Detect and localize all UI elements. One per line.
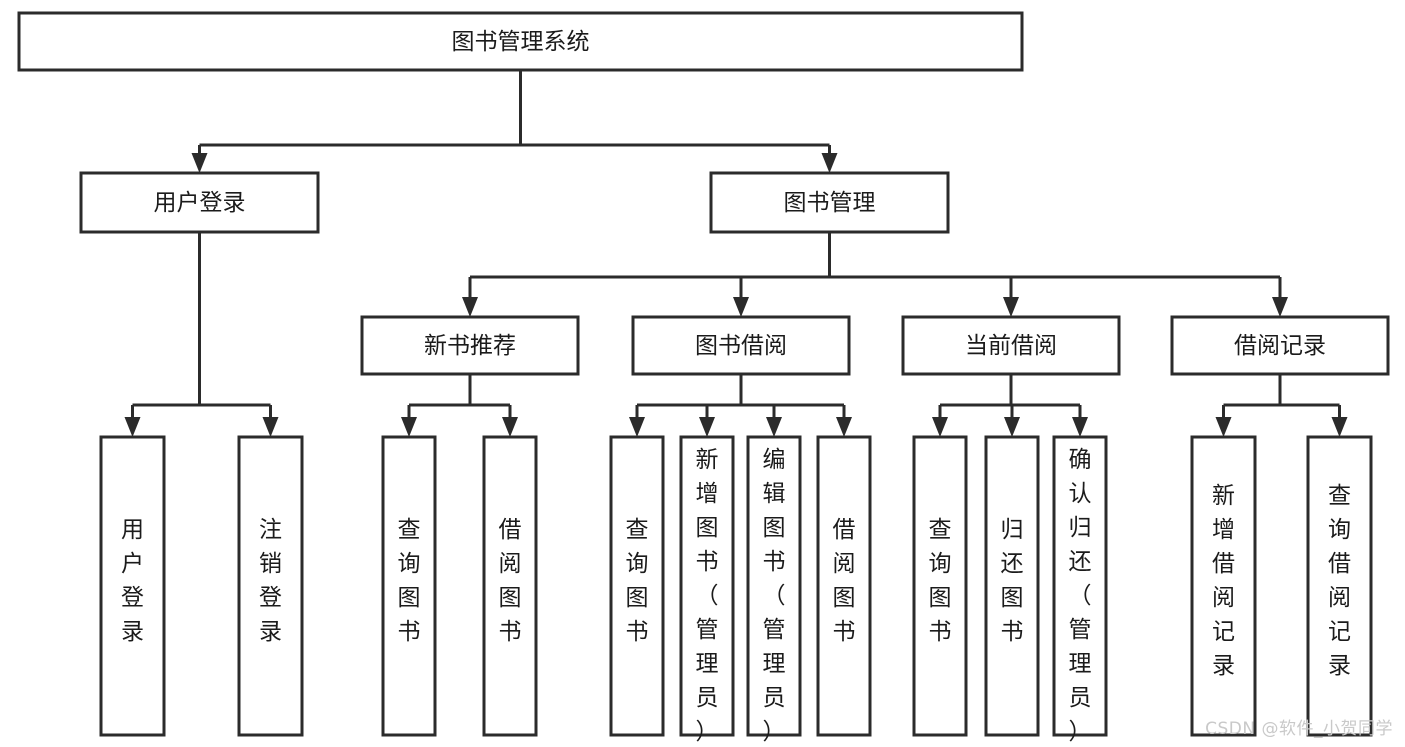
connector-arrow-icon bbox=[124, 417, 141, 437]
node-box bbox=[1190, 435, 1257, 737]
node-user-login[interactable]: 用户登录 bbox=[79, 171, 320, 234]
node-current-return-book[interactable]: 归还图书 bbox=[984, 435, 1040, 737]
node-current-confirm-return[interactable]: 确认归还（管理员） bbox=[1052, 435, 1108, 745]
node-box bbox=[1170, 315, 1390, 376]
node-label: 图书借阅 bbox=[695, 333, 787, 359]
node-label: 查询借阅记录 bbox=[1328, 483, 1351, 679]
connector-arrow-icon bbox=[733, 297, 749, 317]
node-box bbox=[816, 435, 872, 737]
node-label: 确认归还（管理员） bbox=[1069, 447, 1092, 745]
node-label: 查询图书 bbox=[626, 517, 649, 645]
connector-arrow-icon bbox=[462, 297, 478, 317]
node-borrow-borrow-book[interactable]: 借阅图书 bbox=[816, 435, 872, 737]
node-current-borrow[interactable]: 当前借阅 bbox=[901, 315, 1121, 376]
connector-arrow-icon bbox=[262, 417, 279, 437]
connector-arrow-icon bbox=[1331, 417, 1348, 437]
node-box bbox=[360, 315, 580, 376]
node-book-borrow[interactable]: 图书借阅 bbox=[631, 315, 851, 376]
node-label: 图书管理 bbox=[784, 190, 876, 216]
connector-arrow-icon bbox=[1215, 417, 1232, 437]
node-new-book-recommend[interactable]: 新书推荐 bbox=[360, 315, 580, 376]
connector-arrow-icon bbox=[401, 417, 417, 437]
node-box bbox=[746, 435, 802, 737]
node-box bbox=[912, 435, 968, 737]
node-label: 新增图书（管理员） bbox=[696, 447, 719, 745]
connector-arrow-icon bbox=[836, 417, 852, 437]
node-borrow-add-book[interactable]: 新增图书（管理员） bbox=[679, 435, 735, 745]
node-label: 归还图书 bbox=[1001, 517, 1024, 645]
connector-arrow-icon bbox=[821, 153, 838, 173]
node-box bbox=[17, 11, 1024, 72]
node-record-add[interactable]: 新增借阅记录 bbox=[1190, 435, 1257, 737]
node-label: 当前借阅 bbox=[965, 333, 1057, 359]
node-recommend-query-book[interactable]: 查询图书 bbox=[381, 435, 437, 737]
connector-arrow-icon bbox=[502, 417, 518, 437]
node-label: 用户登录 bbox=[154, 190, 246, 216]
node-borrow-edit-book[interactable]: 编辑图书（管理员） bbox=[746, 435, 802, 745]
node-box bbox=[609, 435, 665, 737]
connector-arrow-icon bbox=[1272, 297, 1288, 317]
connector-arrow-icon bbox=[699, 417, 715, 437]
node-box bbox=[1306, 435, 1373, 737]
node-box bbox=[984, 435, 1040, 737]
node-box bbox=[79, 171, 320, 234]
connector-arrow-icon bbox=[1004, 417, 1020, 437]
node-box bbox=[99, 435, 166, 737]
node-user-logout[interactable]: 注销登录 bbox=[237, 435, 304, 737]
node-borrow-query-book[interactable]: 查询图书 bbox=[609, 435, 665, 737]
node-borrow-record[interactable]: 借阅记录 bbox=[1170, 315, 1390, 376]
node-label: 注销登录 bbox=[259, 517, 282, 645]
node-box bbox=[381, 435, 437, 737]
node-label: 新增借阅记录 bbox=[1212, 483, 1235, 679]
node-box bbox=[901, 315, 1121, 376]
node-label: 新书推荐 bbox=[424, 333, 516, 359]
node-book-management[interactable]: 图书管理 bbox=[709, 171, 950, 234]
node-recommend-borrow-book[interactable]: 借阅图书 bbox=[482, 435, 538, 737]
connector-arrow-icon bbox=[766, 417, 782, 437]
connector-arrow-icon bbox=[1072, 417, 1088, 437]
node-label: 借阅图书 bbox=[499, 517, 522, 645]
node-box bbox=[631, 315, 851, 376]
node-box bbox=[1052, 435, 1108, 737]
node-layer: 图书管理系统用户登录用户登录注销登录图书管理新书推荐查询图书借阅图书图书借阅查询… bbox=[17, 11, 1390, 745]
node-current-query-book[interactable]: 查询图书 bbox=[912, 435, 968, 737]
node-label: 查询图书 bbox=[929, 517, 952, 645]
connector-arrow-icon bbox=[1003, 297, 1019, 317]
connector-layer bbox=[124, 70, 1348, 437]
node-label: 借阅记录 bbox=[1234, 333, 1326, 359]
connector-arrow-icon bbox=[932, 417, 948, 437]
node-box bbox=[482, 435, 538, 737]
node-label: 查询图书 bbox=[398, 517, 421, 645]
node-box bbox=[679, 435, 735, 737]
node-label: 用户登录 bbox=[121, 517, 144, 645]
node-label: 借阅图书 bbox=[833, 517, 856, 645]
connector-arrow-icon bbox=[191, 153, 208, 173]
node-user-login-do[interactable]: 用户登录 bbox=[99, 435, 166, 737]
node-record-query[interactable]: 查询借阅记录 bbox=[1306, 435, 1373, 737]
node-box bbox=[709, 171, 950, 234]
node-label: 编辑图书（管理员） bbox=[763, 447, 786, 745]
node-root[interactable]: 图书管理系统 bbox=[17, 11, 1024, 72]
node-label: 图书管理系统 bbox=[452, 29, 590, 55]
connector-arrow-icon bbox=[629, 417, 645, 437]
node-box bbox=[237, 435, 304, 737]
